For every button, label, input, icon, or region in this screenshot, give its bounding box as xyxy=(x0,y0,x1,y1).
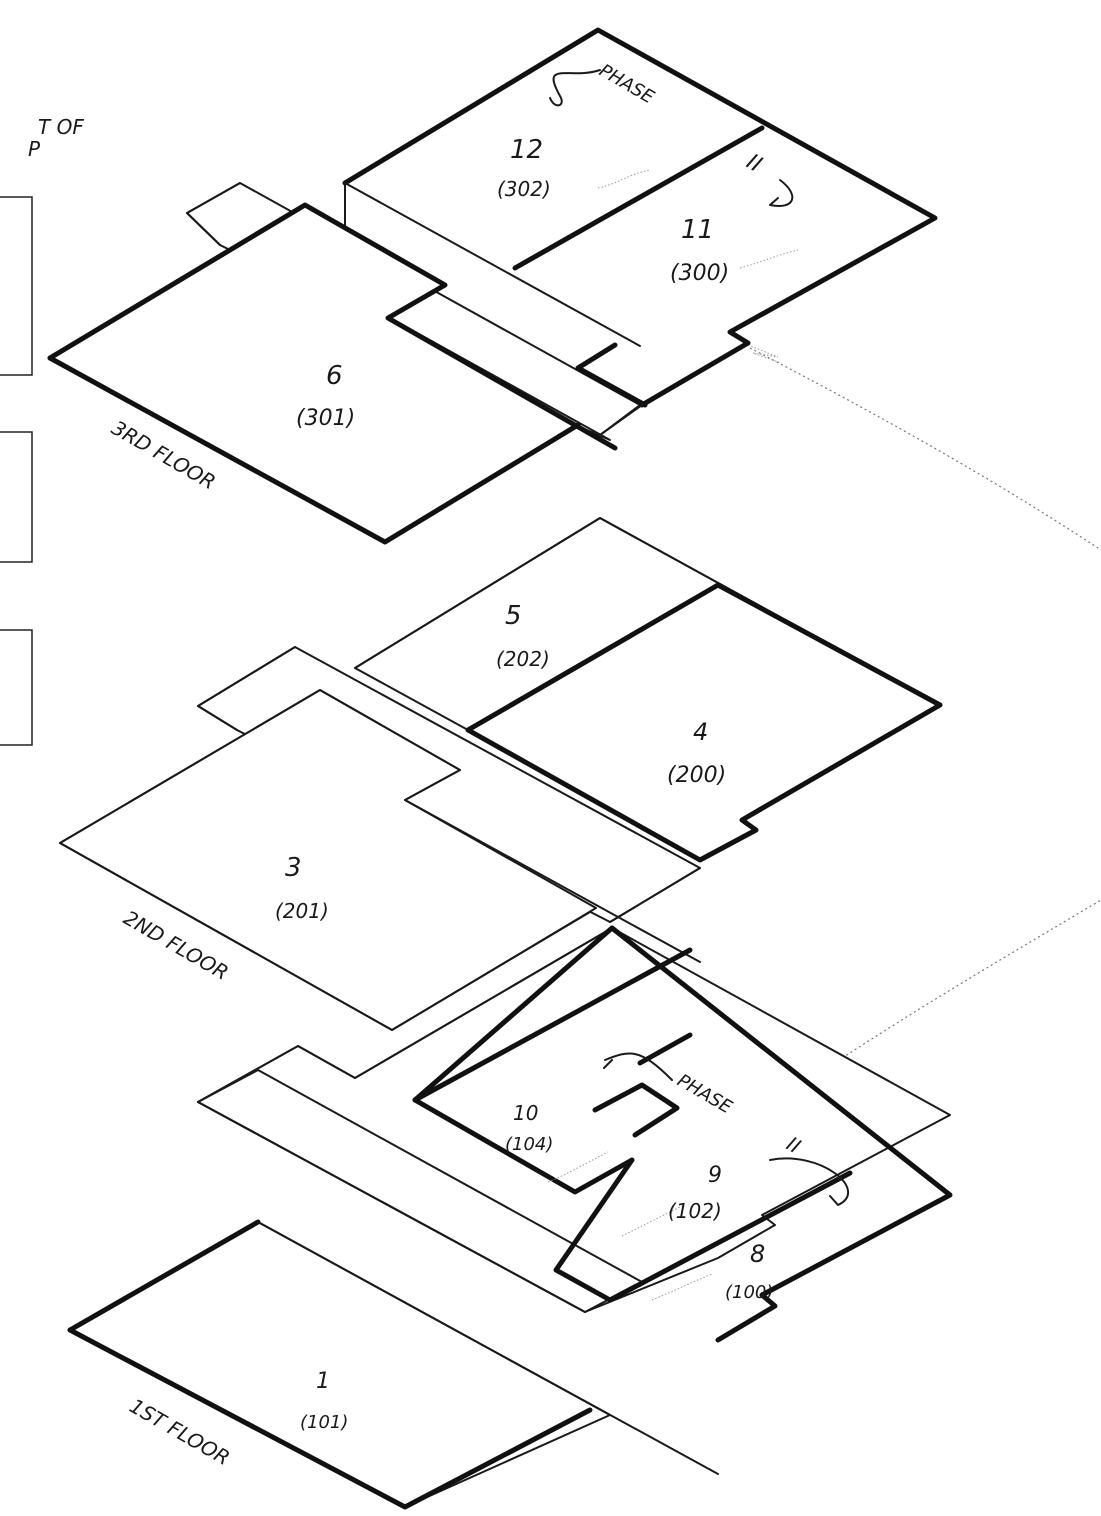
floor-3-corridor-edge xyxy=(344,182,641,347)
floor-1-front-outline-top xyxy=(67,1219,261,1333)
unit-10-number: 10 xyxy=(513,1101,538,1125)
floor-1-phase-arrow-left xyxy=(603,1052,673,1081)
floor-3-phase-arrow-right xyxy=(769,179,794,207)
floor-3-corridor-ends xyxy=(186,182,643,436)
leader-line-upper xyxy=(749,347,1101,551)
legend: T OF P xyxy=(0,115,84,746)
floor-1-front-outline-bottom xyxy=(67,1327,593,1510)
unit-5-room: (202) xyxy=(496,647,550,671)
floor-1-corridor-edges xyxy=(197,1101,719,1475)
unit-4-room: (200) xyxy=(667,763,726,788)
unit-5-number: 5 xyxy=(505,601,522,631)
floor-3-front-outline-top xyxy=(47,202,618,451)
unit-9-room: (102) xyxy=(668,1199,722,1223)
unit-6-room: (301) xyxy=(296,406,355,431)
unit-8-number: 8 xyxy=(750,1240,765,1268)
floor-2-corridor-ends xyxy=(197,646,701,923)
unit-11-room: (300) xyxy=(670,261,729,286)
floor-1-divider-9-10 xyxy=(637,1032,693,1066)
floor-1-upper-edge xyxy=(412,947,693,1103)
legend-box-1 xyxy=(0,196,33,376)
unit-1-room: (101) xyxy=(300,1412,348,1433)
floor-3-rear-outline xyxy=(342,27,938,408)
legend-title-line1: T OF xyxy=(38,115,84,139)
floor-2-front-outline-bottom xyxy=(59,842,591,1031)
floor-3-scribbles xyxy=(597,169,799,269)
unit-1-number: 1 xyxy=(316,1369,330,1394)
floor-1-notch-10 xyxy=(592,1082,680,1138)
floor-1-rear-outline xyxy=(412,925,953,1343)
floor-3: PHASE II 12 (302) 11 (300) 6 (301) 3RD F… xyxy=(47,27,938,545)
floor-2: 5 (202) 4 (200) 3 (201) 2ND FLOOR xyxy=(59,517,943,1031)
floor-1-scribbles xyxy=(547,1151,713,1301)
floor-3-front-outline-bottom xyxy=(47,355,581,545)
unit-3-number: 3 xyxy=(285,853,302,883)
unit-4-number: 4 xyxy=(693,718,708,746)
unit-3-room: (201) xyxy=(275,899,329,923)
unit-12-room: (302) xyxy=(497,177,551,201)
floor-3-divider-11-12 xyxy=(512,125,765,271)
floor-1-units-outline xyxy=(412,1097,853,1303)
unit-10-room: (104) xyxy=(505,1134,553,1155)
floor-3-notch xyxy=(575,342,648,408)
leader-lines xyxy=(747,344,1101,1101)
unit-6-number: 6 xyxy=(326,361,343,391)
floor-2-front-outline-top xyxy=(59,689,701,963)
leader-hatch-upper xyxy=(747,344,782,364)
floor-1: PHASE II 10 (104) 9 (102) 8 (100) 1 (101… xyxy=(67,925,953,1510)
floor-3-phase-arrow-left xyxy=(549,69,601,107)
floor-1-rear-outline-left xyxy=(197,927,613,1103)
floor-1-phase-arrow-right xyxy=(769,1157,850,1206)
unit-8-room: (100) xyxy=(725,1282,773,1303)
legend-title-line2: P xyxy=(28,137,41,161)
unit-11-number: 11 xyxy=(681,215,714,245)
legend-box-2 xyxy=(0,431,33,563)
unit-12-number: 12 xyxy=(510,135,543,165)
floor-2-unit-4-outline xyxy=(465,582,943,863)
legend-box-3 xyxy=(0,629,33,746)
unit-9-number: 9 xyxy=(708,1163,722,1188)
leader-line-lower xyxy=(779,899,1101,1101)
